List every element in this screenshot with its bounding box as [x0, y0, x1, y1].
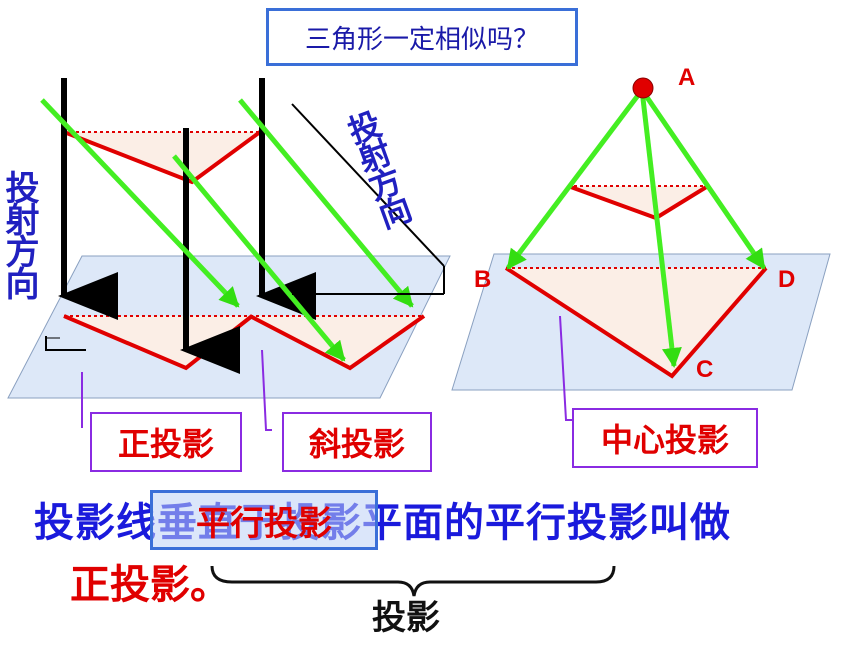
label-pointers	[81, 315, 572, 431]
definition-term: 正投影。	[70, 562, 230, 608]
brace-label: 投影	[372, 598, 440, 638]
oblique-direction-indicator	[291, 103, 445, 295]
central-dashed-edges	[506, 185, 766, 269]
point-d-label: D	[778, 266, 796, 293]
oblique-projection-label: 斜投影	[282, 412, 432, 472]
light-source-point	[632, 77, 654, 99]
definition-statement: 投影线垂直于投影平面的平行投影叫做	[34, 500, 731, 546]
oblique-rays	[40, 98, 414, 362]
orthographic-projection-label: 正投影	[90, 412, 242, 472]
central-rays	[506, 88, 767, 368]
central-shadow-triangle	[506, 268, 766, 376]
central-projection-label: 中心投影	[572, 408, 758, 468]
central-source-triangle	[568, 186, 708, 218]
source-triangle-left	[64, 132, 260, 182]
parallel-projection-overlay: 平行投影	[150, 490, 378, 550]
point-a-label: A	[678, 64, 696, 91]
question-title: 三角形一定相似吗？	[266, 8, 578, 66]
projection-direction-label-vertical: 投射方向	[0, 170, 39, 298]
brace	[210, 565, 616, 597]
point-c-label: C	[696, 356, 714, 383]
point-b-label: B	[474, 266, 492, 293]
right-angle-marker	[45, 336, 86, 351]
